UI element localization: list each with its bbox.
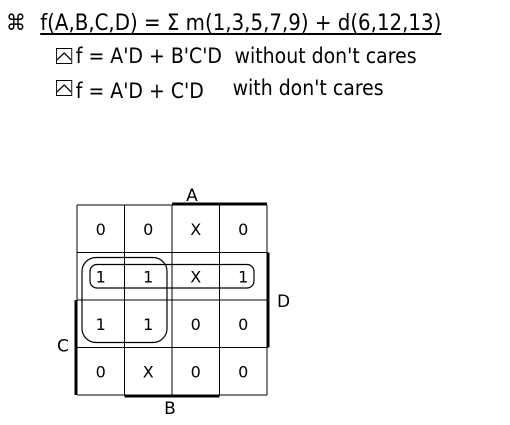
kmap-cell: 0 [238,362,248,381]
kmap-cell: 1 [96,267,106,286]
kmap-cell: X [190,267,201,286]
kmap-cell: 0 [96,362,106,381]
function-definition: ⌘ f(A,B,C,D) = Σ m(1,3,5,7,9) + d(6,12,13… [6,9,441,39]
kmap-cell: 1 [238,267,248,286]
command-key-icon: ⌘ [6,11,26,36]
kmap-label-d: D [277,292,290,312]
result-note: with don't cares [232,76,384,100]
checkbox-icon [56,80,73,96]
kmap-cell: 1 [96,315,106,334]
kmap-cell: 0 [238,220,248,239]
result-expression: f = A'D + B'C'D [75,44,222,68]
kmap-group-loop [89,263,255,289]
kmap-label-b: B [164,399,176,419]
function-expression: f(A,B,C,D) = Σ m(1,3,5,7,9) + d(6,12,13) [40,11,442,36]
result-with-dont-cares: f = A'D + C'D with don't cares [56,74,384,103]
kmap-label-a: A [186,186,198,206]
kmap-cell: 0 [191,362,201,381]
kmap-cell: 1 [143,267,153,286]
kmap-group-loop [81,256,168,344]
result-expression: f = A'D + C'D [75,79,204,103]
checkbox-icon [56,48,73,64]
kmap-cell: X [190,220,201,239]
kmap-cell: 0 [238,315,248,334]
kmap-variable-bars [74,202,270,398]
kmap-groups [81,256,255,344]
kmap-cell: 1 [143,315,153,334]
result-without-dont-cares: f = A'D + B'C'D without don't cares [56,42,417,70]
result-note: without don't cares [234,44,417,68]
kmap-cell: X [143,362,154,381]
kmap-cell: 0 [96,220,106,239]
kmap-cell: 0 [191,315,201,334]
kmap-label-c: C [57,337,69,357]
kmap-cell: 0 [143,220,153,239]
